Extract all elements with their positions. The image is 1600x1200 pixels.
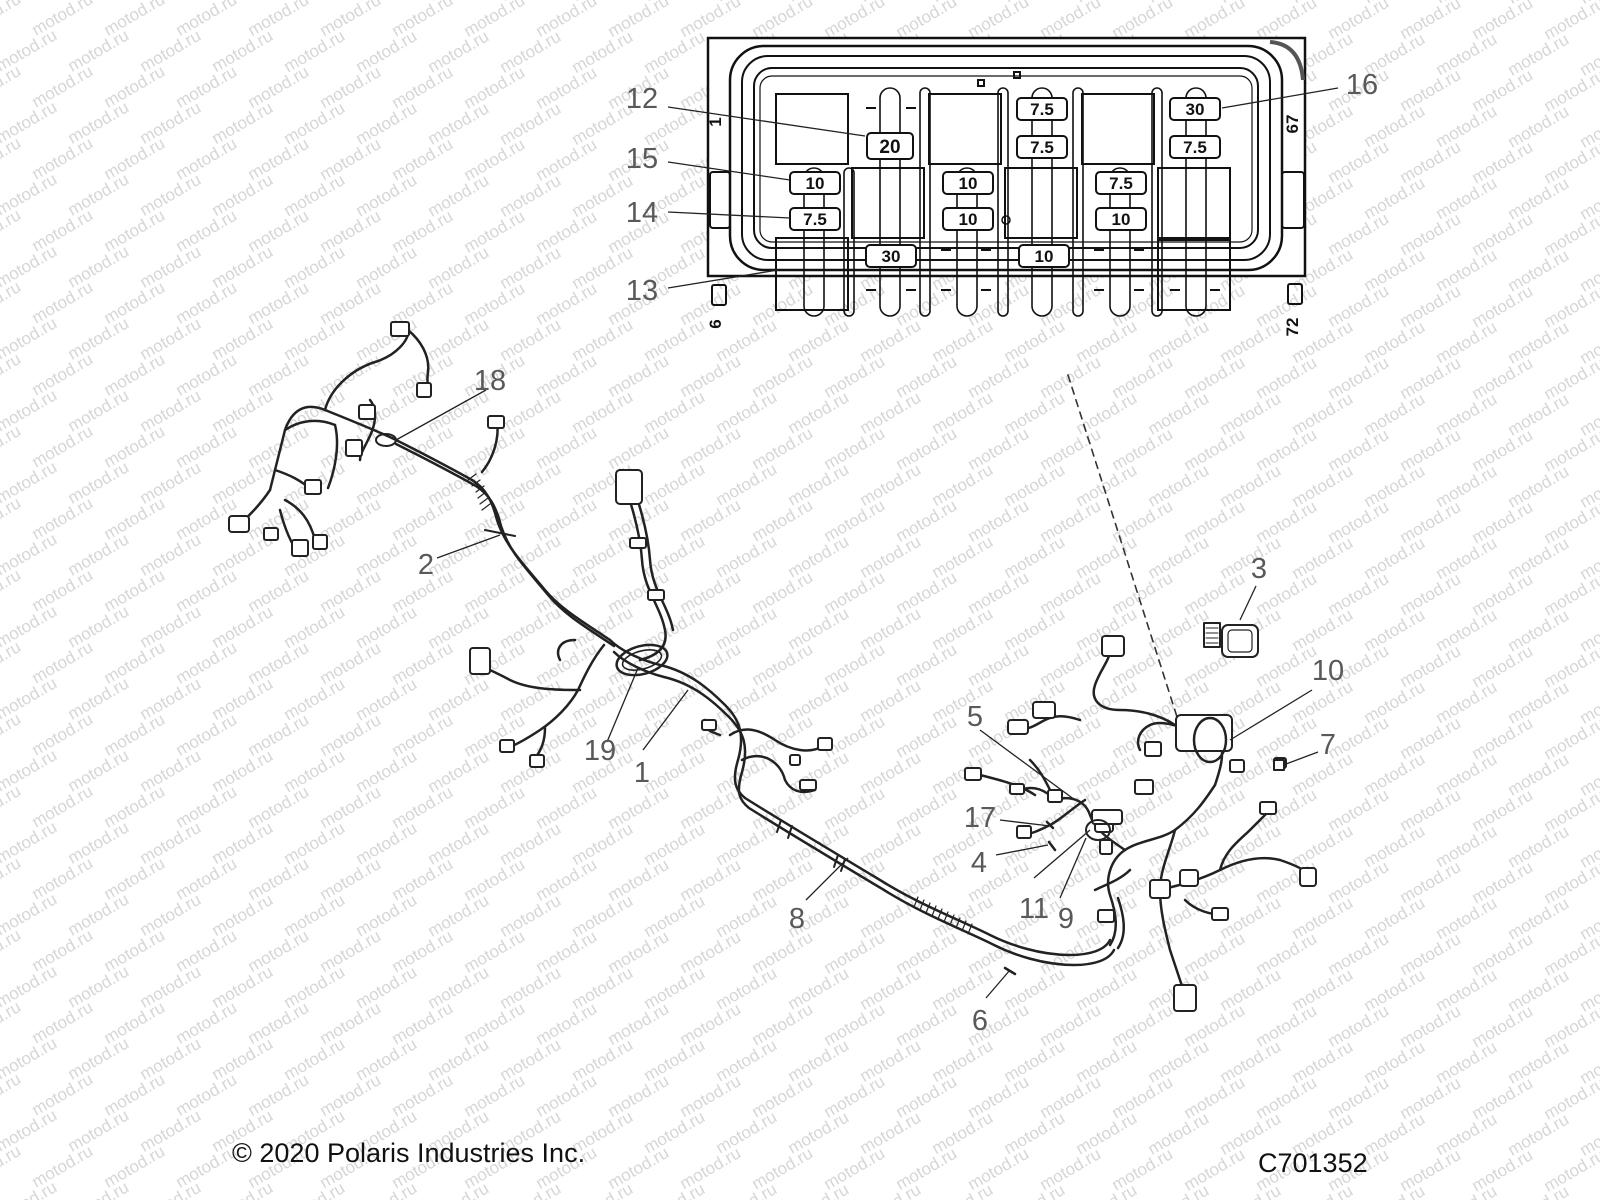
watermark-text: motod.ru bbox=[0, 421, 24, 471]
watermark-text: motod.ru bbox=[137, 1178, 205, 1200]
callout-5: 5 bbox=[967, 701, 983, 733]
watermark-text: motod.ru bbox=[0, 1177, 60, 1200]
callout-8: 8 bbox=[789, 903, 805, 935]
watermark-text: motod.ru bbox=[569, 1179, 637, 1200]
callout-11: 11 bbox=[1019, 893, 1049, 925]
harness-drawing bbox=[228, 321, 1317, 1012]
watermark-text: motod.ru bbox=[713, 1179, 781, 1200]
fuse-value: 20 bbox=[879, 137, 900, 158]
fuse-value: 7.5 bbox=[1030, 100, 1054, 119]
watermark-text: motod.ru bbox=[65, 1178, 133, 1200]
fuse-value: 10 bbox=[959, 174, 978, 193]
watermark-text: motod.ru bbox=[0, 1069, 24, 1119]
watermark-text: motod.ru bbox=[497, 1179, 565, 1200]
watermark-text: motod.ru bbox=[1145, 1181, 1213, 1200]
watermark-text: motod.ru bbox=[1217, 1181, 1285, 1200]
callout-7: 7 bbox=[1320, 729, 1336, 761]
callout-17: 17 bbox=[964, 802, 996, 834]
watermark-text: motod.ru bbox=[0, 709, 24, 759]
fuse-box-corner-labels: 1 67 6 72 bbox=[706, 115, 1302, 337]
watermark-text: motod.ru bbox=[641, 1179, 709, 1200]
watermark-text: motod.ru bbox=[353, 1178, 421, 1200]
fuse-value: 10 bbox=[1112, 210, 1131, 229]
watermark-text: motod.ru bbox=[0, 565, 24, 615]
fuse-value: 7.5 bbox=[1109, 174, 1133, 193]
watermark-text: motod.ru bbox=[929, 1180, 997, 1200]
fuse-value: 7.5 bbox=[1030, 138, 1054, 157]
watermark-text: motod.ru bbox=[1433, 1181, 1501, 1200]
watermark-text: motod.ru bbox=[1001, 1180, 1069, 1200]
callout-12: 12 bbox=[626, 83, 658, 115]
watermark-text: motod.ru bbox=[857, 1180, 925, 1200]
fuse-value: 10 bbox=[806, 174, 825, 193]
callout-16: 16 bbox=[1346, 69, 1378, 101]
drawing-code: C701352 bbox=[1258, 1148, 1368, 1178]
fuse-box-inset bbox=[706, 36, 1307, 317]
callout-13: 13 bbox=[626, 275, 658, 307]
watermark-text: motod.ru bbox=[0, 205, 24, 255]
watermark-text: motod.ru bbox=[0, 61, 24, 111]
watermark-text: motod.ru bbox=[1361, 1181, 1429, 1200]
watermark-text: motod.ru bbox=[1073, 1180, 1141, 1200]
watermark-text: motod.ru bbox=[425, 1179, 493, 1200]
watermark-text: motod.ru bbox=[0, 997, 24, 1047]
callout-14: 14 bbox=[626, 197, 658, 229]
callout-4: 4 bbox=[971, 847, 987, 879]
watermark-text: motod.ru bbox=[0, 133, 24, 183]
watermark-text: motod.ru bbox=[209, 1178, 277, 1200]
fuse-value: 10 bbox=[1035, 247, 1054, 266]
callout-19: 19 bbox=[584, 735, 616, 767]
watermark-text: motod.ru bbox=[281, 1178, 349, 1200]
watermark-text: motod.ru bbox=[0, 925, 24, 975]
watermark-text: motod.ru bbox=[1577, 0, 1600, 8]
watermark-text: motod.ru bbox=[1289, 1181, 1357, 1200]
fuse-value: 7.5 bbox=[1183, 138, 1207, 157]
watermark-text: motod.ru bbox=[0, 493, 24, 543]
callout-2: 2 bbox=[418, 549, 434, 581]
callout-15: 15 bbox=[626, 143, 658, 175]
fuse-values: 20 7.5 7.5 30 7.5 10 7.5 10 10 7.5 10 30… bbox=[803, 100, 1207, 266]
leader-lines bbox=[395, 87, 1339, 999]
watermark-text: motod.ru bbox=[0, 277, 24, 327]
watermark-text: motod.ru bbox=[0, 781, 24, 831]
copyright-notice: © 2020 Polaris Industries Inc. bbox=[232, 1138, 586, 1168]
callout-numbers: 1 2 3 4 5 6 7 8 9 10 11 12 13 14 15 16 1… bbox=[418, 69, 1378, 1037]
corner-label: 1 bbox=[706, 117, 725, 126]
corner-label: 72 bbox=[1283, 318, 1302, 337]
watermark-text: motod.ru bbox=[785, 1180, 853, 1200]
corner-label: 6 bbox=[706, 319, 725, 328]
watermark-text: motod.ru bbox=[1577, 1182, 1600, 1200]
watermark-text: motod.ru bbox=[0, 637, 24, 687]
watermark-text: motod.ru bbox=[1505, 1182, 1573, 1200]
corner-label: 67 bbox=[1283, 115, 1302, 134]
callout-6: 6 bbox=[972, 1005, 988, 1037]
fuse-value: 10 bbox=[959, 210, 978, 229]
fuse-value: 30 bbox=[882, 247, 901, 266]
callout-18: 18 bbox=[474, 365, 506, 397]
callout-10: 10 bbox=[1312, 655, 1344, 687]
watermark-text: motod.ru bbox=[0, 349, 24, 399]
fuse-value: 30 bbox=[1186, 100, 1205, 119]
watermark-text: motod.ru bbox=[0, 1141, 24, 1191]
watermark-text: motod.ru bbox=[0, 0, 24, 39]
callout-3: 3 bbox=[1251, 553, 1267, 585]
fuse-value: 7.5 bbox=[803, 210, 827, 229]
callout-1: 1 bbox=[634, 757, 650, 789]
watermark-text: motod.ru bbox=[0, 853, 24, 903]
callout-9: 9 bbox=[1058, 903, 1074, 935]
